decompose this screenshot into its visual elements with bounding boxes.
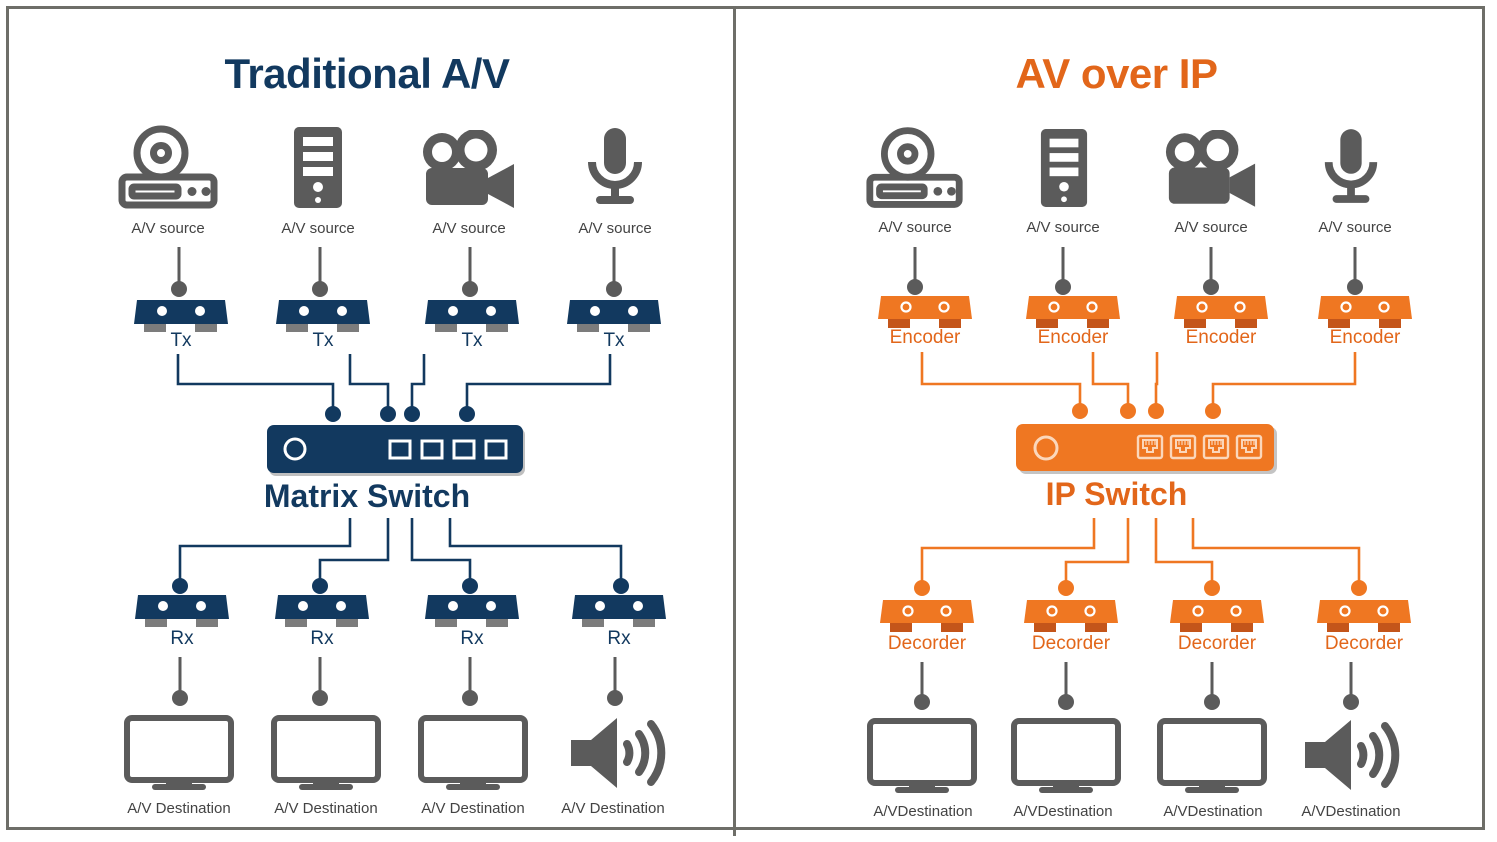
speaker-icon <box>1305 720 1400 790</box>
encoder-label-1: Encoder <box>889 327 961 348</box>
video-camera-icon <box>420 130 518 210</box>
ip-switch-label: IP Switch <box>1045 476 1188 512</box>
monitor-icon <box>418 715 528 790</box>
rx-label-3: Rx <box>460 628 484 649</box>
microphone-icon <box>582 126 648 208</box>
tx-label-3: Tx <box>461 330 483 351</box>
destination-label-4: A/V Destination <box>561 800 665 817</box>
disc-player-icon <box>864 126 966 210</box>
panel-traditional-av: Traditional A/V <box>0 0 734 842</box>
encoder-to-switch-links <box>920 352 1357 419</box>
decoder-label-1: Decorder <box>887 633 967 654</box>
rx-device-4[interactable] <box>571 593 667 629</box>
monitor-icon <box>1011 718 1121 793</box>
destination-label-3: A/VDestination <box>1163 803 1263 820</box>
page-title-traditional: Traditional A/V <box>224 50 510 97</box>
encoder-label-3: Encoder <box>1185 327 1257 348</box>
rx-device-3[interactable] <box>424 593 520 629</box>
decoder-device-1[interactable] <box>879 598 975 634</box>
rx-label-1: Rx <box>170 628 194 649</box>
tx-label-2: Tx <box>312 330 334 351</box>
source-label-2: A/V source <box>1026 219 1100 236</box>
monitor-icon <box>271 715 381 790</box>
destination-label-3: A/V Destination <box>421 800 525 817</box>
encoder-device-1[interactable] <box>877 294 973 330</box>
video-camera-icon <box>1163 130 1259 209</box>
decoder-device-2[interactable] <box>1023 598 1119 634</box>
source-to-encoder-links <box>907 247 1363 295</box>
source-label-1: A/V source <box>878 219 952 236</box>
source-label-4: A/V source <box>578 220 652 237</box>
decoder-label-2: Decorder <box>1031 633 1111 654</box>
page-title-avoverip: AV over IP <box>1015 50 1218 97</box>
tx-device-2[interactable] <box>275 298 371 334</box>
encoder-device-2[interactable] <box>1025 294 1121 330</box>
tx-label-4: Tx <box>603 330 625 351</box>
rj45-port-icon <box>1169 434 1197 460</box>
tx-label-1: Tx <box>170 330 192 351</box>
rj45-port-icon <box>1202 434 1230 460</box>
computer-tower-icon <box>292 125 344 210</box>
switch-to-rx-links <box>172 518 629 594</box>
source-label-4: A/V source <box>1318 219 1392 236</box>
decoder-label-4: Decorder <box>1324 633 1404 654</box>
source-label-2: A/V source <box>281 220 355 237</box>
monitor-icon <box>124 715 234 790</box>
tx-device-1[interactable] <box>133 298 229 334</box>
matrix-switch-device[interactable] <box>262 420 528 478</box>
source-label-1: A/V source <box>131 220 205 237</box>
power-led-icon <box>283 437 307 461</box>
matrix-switch-label: Matrix Switch <box>263 478 471 514</box>
switch-to-decoder-links <box>914 518 1367 596</box>
destination-label-1: A/VDestination <box>873 803 973 820</box>
destination-label-4: A/VDestination <box>1301 803 1401 820</box>
rx-label-4: Rx <box>607 628 631 649</box>
source-label-3: A/V source <box>1174 219 1248 236</box>
rj45-port-group <box>1136 434 1263 460</box>
computer-tower-icon <box>1039 126 1089 210</box>
encoder-device-4[interactable] <box>1317 294 1413 330</box>
tx-device-3[interactable] <box>424 298 520 334</box>
rx-to-destination-links <box>172 657 623 706</box>
tx-device-4[interactable] <box>566 298 662 334</box>
destination-label-2: A/VDestination <box>1013 803 1113 820</box>
encoder-device-3[interactable] <box>1173 294 1269 330</box>
encoder-label-2: Encoder <box>1037 327 1109 348</box>
decoder-label-3: Decorder <box>1177 633 1257 654</box>
speaker-icon <box>571 718 666 788</box>
decoder-device-3[interactable] <box>1169 598 1265 634</box>
power-led-icon <box>1033 435 1059 461</box>
rx-device-2[interactable] <box>274 593 370 629</box>
tx-to-switch-links <box>176 354 612 422</box>
ip-switch-device[interactable] <box>1010 418 1280 476</box>
panel-av-over-ip: AV over IP <box>736 0 1497 842</box>
decoder-to-destination-links <box>914 662 1359 710</box>
rx-label-2: Rx <box>310 628 334 649</box>
source-label-3: A/V source <box>432 220 506 237</box>
decoder-device-4[interactable] <box>1316 598 1412 634</box>
rj45-port-icon <box>1136 434 1164 460</box>
outer-frame <box>6 6 1485 830</box>
panel-divider <box>733 6 736 836</box>
monitor-icon <box>867 718 977 793</box>
encoder-label-4: Encoder <box>1329 327 1401 348</box>
microphone-icon <box>1319 127 1383 207</box>
disc-player-icon <box>116 125 221 210</box>
rj45-port-icon <box>1235 434 1263 460</box>
monitor-icon <box>1157 718 1267 793</box>
source-to-tx-links <box>171 247 622 297</box>
destination-label-1: A/V Destination <box>127 800 231 817</box>
rx-device-1[interactable] <box>134 593 230 629</box>
destination-label-2: A/V Destination <box>274 800 378 817</box>
